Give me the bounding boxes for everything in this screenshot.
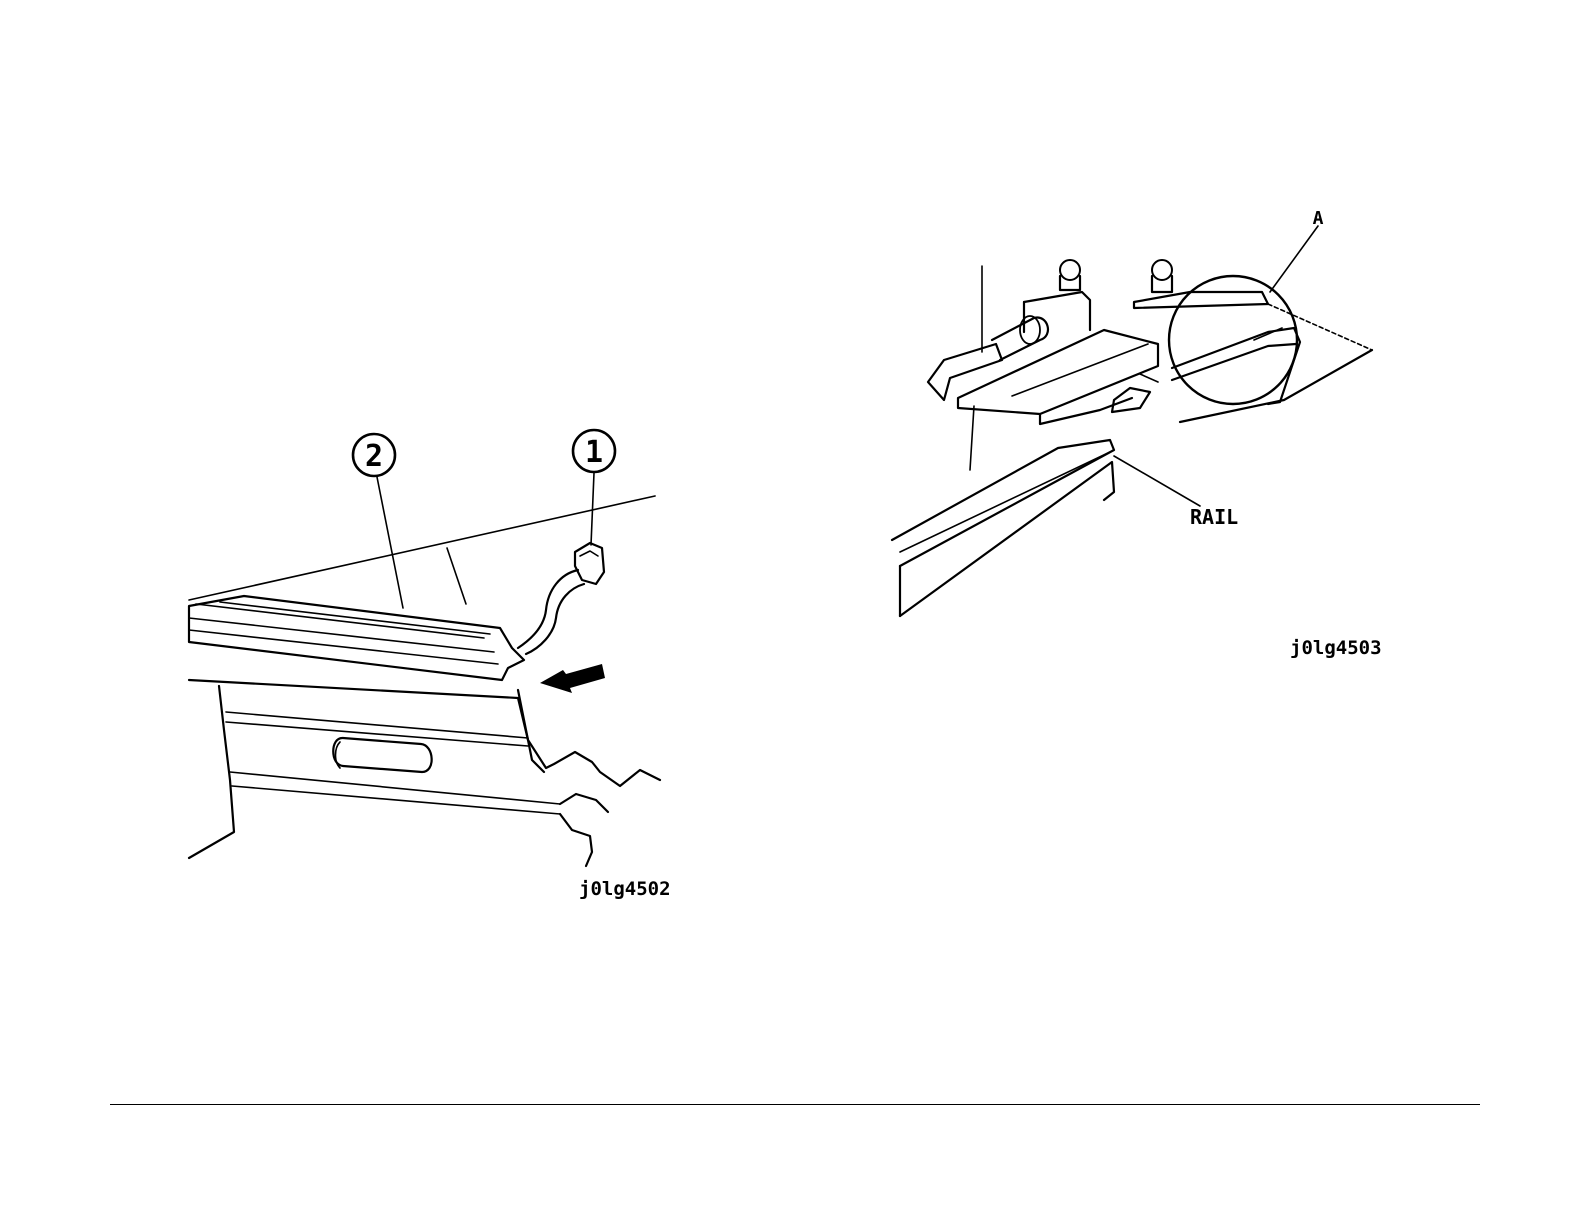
- figure-left: 2 1 j0lg4502: [189, 430, 671, 900]
- callout-1-label: 1: [585, 435, 603, 470]
- machine-body: [189, 680, 660, 866]
- detail-a-label: A: [1313, 208, 1324, 229]
- pin: [928, 316, 1048, 400]
- slot: [333, 738, 431, 772]
- perspective-tick: [447, 548, 466, 604]
- rail: RAIL: [892, 440, 1238, 616]
- rail-label: RAIL: [1190, 505, 1238, 529]
- callout-2: 2: [353, 434, 403, 608]
- cable-connector: [518, 543, 604, 654]
- perspective-line: [189, 496, 655, 600]
- callout-2-label: 2: [365, 439, 383, 474]
- figure-left-id: j0lg4502: [579, 878, 671, 900]
- direction-arrow: [540, 664, 605, 693]
- detail-a-leader: [1270, 226, 1318, 292]
- callout-1: 1: [573, 430, 615, 545]
- rail-leader: [1114, 456, 1200, 506]
- bracket-left: [1024, 260, 1090, 332]
- figure-right: A RAIL j0lg4503: [892, 208, 1382, 659]
- footer-rule: [110, 1104, 1480, 1105]
- callout-2-leader: [377, 477, 403, 608]
- figure-right-id: j0lg4503: [1290, 637, 1382, 659]
- rail-bar: [189, 596, 524, 680]
